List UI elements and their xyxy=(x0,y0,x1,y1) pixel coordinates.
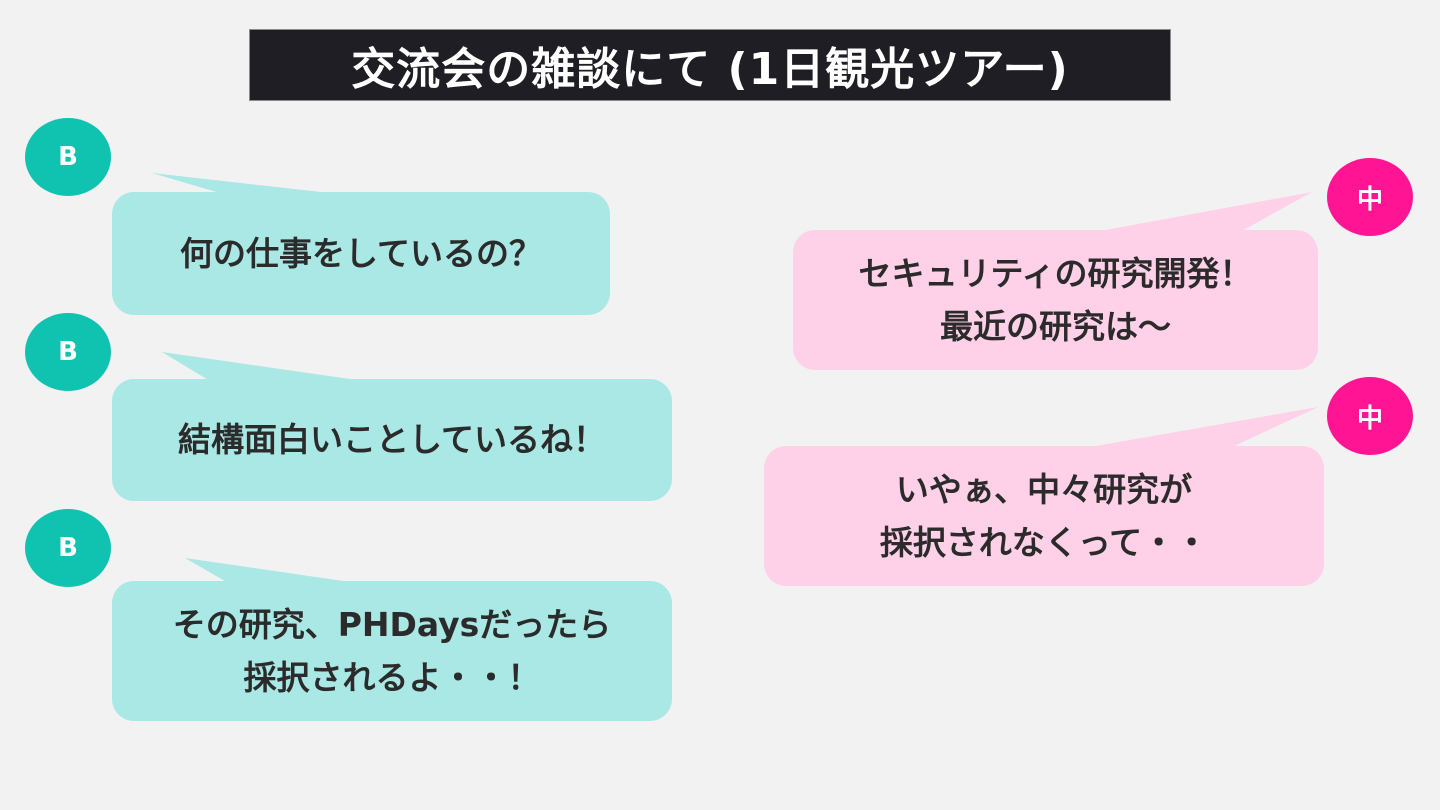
message-text: セキュリティの研究開発！ 最近の研究は〜 xyxy=(858,253,1253,346)
bubble-tail-b-2 xyxy=(162,352,350,381)
speech-bubble-b-3: その研究、PHDaysだったら 採択されるよ・・！ xyxy=(112,581,672,721)
avatar-b: B xyxy=(25,509,111,587)
avatar-naka: 中 xyxy=(1327,377,1413,455)
avatar-b: B xyxy=(25,118,111,196)
message-text: いやぁ、中々研究が 採択されなくって・・ xyxy=(879,469,1209,562)
bubble-tail-n-1 xyxy=(1100,192,1312,232)
page-title: 交流会の雑談にて (1日観光ツアー) xyxy=(249,29,1171,101)
message-text: その研究、PHDaysだったら 採択されるよ・・！ xyxy=(172,604,612,697)
speech-bubble-b-1: 何の仕事をしているの？ xyxy=(112,192,610,315)
avatar-b: B xyxy=(25,313,111,391)
message-text: 何の仕事をしているの？ xyxy=(179,233,542,273)
message-text: 結構面白いことしているね！ xyxy=(177,420,606,460)
speech-bubble-b-2: 結構面白いことしているね！ xyxy=(112,379,672,501)
speech-bubble-naka-2: いやぁ、中々研究が 採択されなくって・・ xyxy=(764,446,1324,586)
avatar-naka: 中 xyxy=(1327,158,1413,236)
speech-bubble-naka-1: セキュリティの研究開発！ 最近の研究は〜 xyxy=(793,230,1318,370)
bubble-tail-n-2 xyxy=(1090,407,1318,448)
